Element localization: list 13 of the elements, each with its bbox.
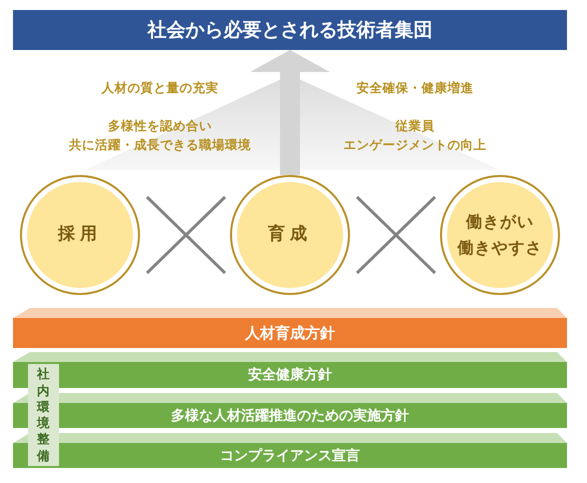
vertical-tag: 社内環境整備 xyxy=(28,364,59,466)
goal-text: 安全確保・健康増進 xyxy=(356,80,474,97)
circle-text: 働きやすさ xyxy=(458,237,542,259)
heading-bar: 社会から必要とされる技術者集団 xyxy=(13,10,567,50)
goal-text: 従業員 xyxy=(396,118,434,135)
goal-text: エンゲージメントの向上 xyxy=(344,137,486,154)
circle-text: 働きがい xyxy=(466,211,534,234)
circle: 採用 xyxy=(20,175,140,295)
circle: 育成 xyxy=(230,175,350,295)
goal-text: 人材の質と量の充実 xyxy=(102,80,218,97)
goal-text: 共に活躍・成長できる職場環境 xyxy=(69,137,251,154)
goal-text: 多様性を認め合い xyxy=(108,118,212,135)
policy-band: 人材育成方針 xyxy=(13,318,567,348)
